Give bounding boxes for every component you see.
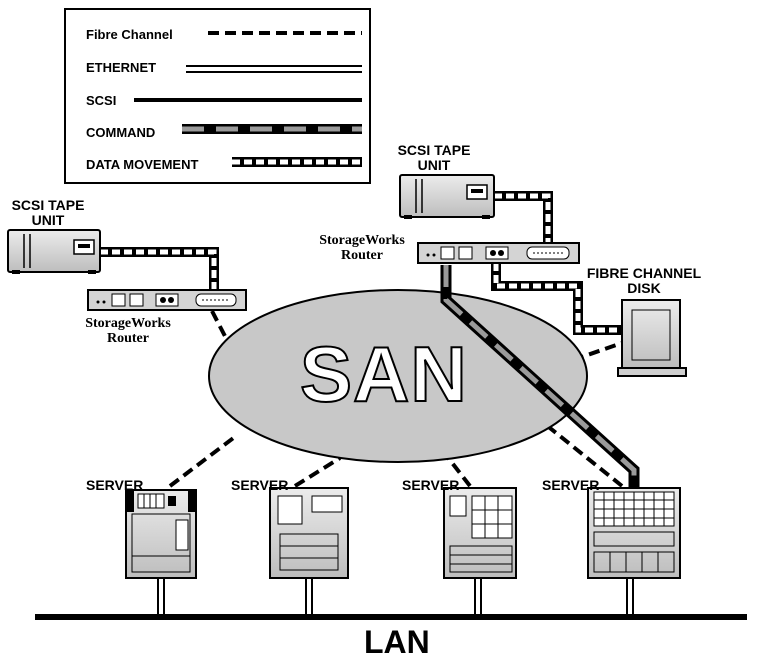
server-1-label: SERVER [86, 477, 144, 493]
san-label: SAN [299, 330, 468, 418]
legend-label-data-movement: DATA MOVEMENT [86, 157, 199, 172]
legend-label-command: COMMAND [86, 125, 156, 140]
tape-right-label-line1: SCSI TAPE [397, 142, 471, 158]
fc-disk-label-line2: DISK [627, 280, 661, 296]
router-right-label-line2: Router [341, 248, 383, 263]
legend-label-fibre-channel: Fibre Channel [86, 27, 173, 42]
router-left-label: StorageWorks Router [74, 316, 182, 346]
data-movement-links [100, 191, 622, 335]
tape-left-label-line1: SCSI TAPE [11, 197, 85, 213]
server-2 [269, 487, 349, 579]
tape-unit-right [399, 174, 495, 219]
tape-left-label-line2: UNIT [31, 212, 65, 228]
tape-right-label: SCSI TAPE UNIT [392, 143, 476, 173]
legend-label-scsi: SCSI [86, 93, 117, 108]
router-right-label-line1: StorageWorks [319, 233, 405, 248]
san-cloud [208, 289, 588, 463]
server-4-label: SERVER [542, 477, 600, 493]
command-link [440, 265, 640, 488]
legend: Fibre Channel ETHERNET SCSI COMMAND DATA… [64, 8, 371, 184]
router-right-label: StorageWorks Router [308, 233, 416, 263]
ethernet-drops [157, 578, 634, 614]
fc-disk [617, 299, 687, 377]
lan-bus [35, 614, 747, 620]
tape-right-label-line2: UNIT [417, 157, 451, 173]
router-left-label-line1: StorageWorks [85, 316, 171, 331]
server-2-label: SERVER [231, 477, 289, 493]
router-right [417, 242, 580, 264]
router-left [87, 289, 247, 311]
server-4 [587, 487, 681, 579]
server-3-label: SERVER [402, 477, 460, 493]
server-3 [443, 487, 517, 579]
tape-unit-left [7, 229, 101, 274]
fc-disk-label-line1: FIBRE CHANNEL [586, 265, 702, 281]
legend-label-ethernet: ETHERNET [86, 60, 157, 75]
lan-label: LAN [364, 624, 430, 660]
tape-left-label: SCSI TAPE UNIT [8, 198, 88, 228]
router-left-label-line2: Router [107, 331, 149, 346]
server-1 [125, 489, 197, 579]
fc-disk-label: FIBRE CHANNEL DISK [584, 266, 704, 296]
